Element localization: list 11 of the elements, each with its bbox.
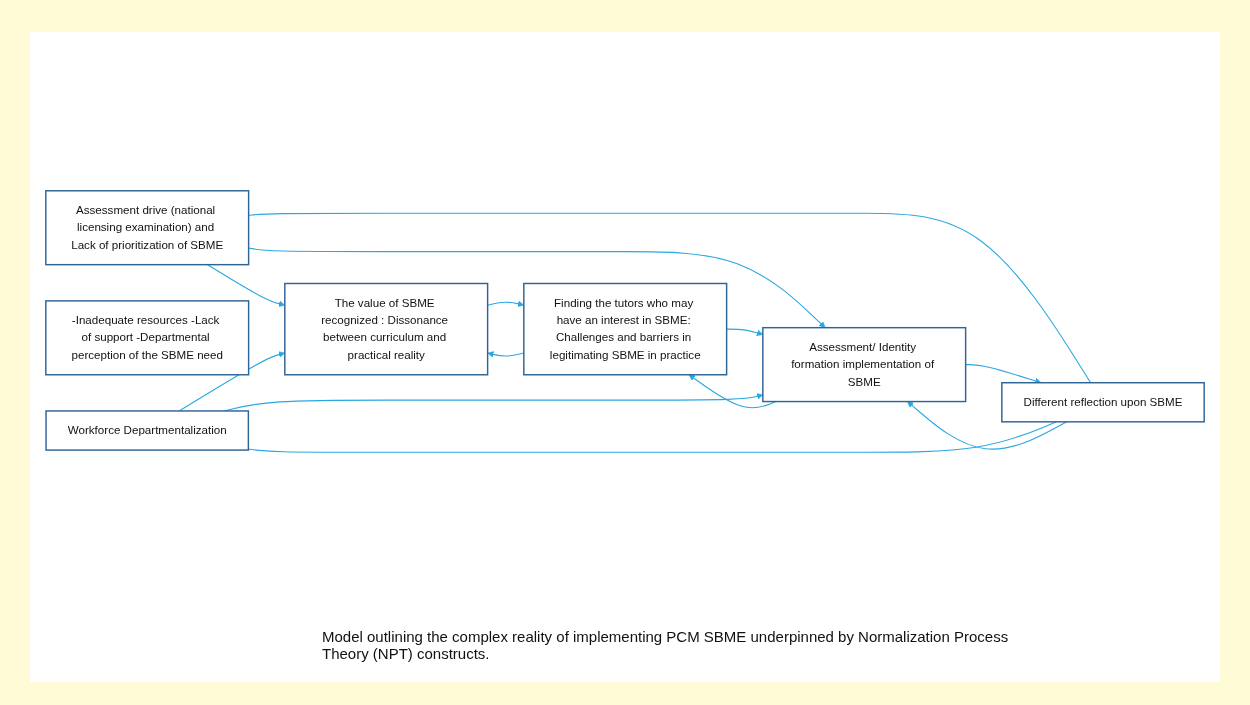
arrow xyxy=(248,247,826,329)
node-box: Workforce Departmentalization xyxy=(45,410,250,452)
node-box: Different reflection upon SBME xyxy=(1001,382,1205,424)
caption: Model outlining the complex reality of implementing PCM SBME underpinned by Normalization Process Theory (NPT) constructs. xyxy=(322,628,1010,662)
node-box: The value of SBME recognized : Dissonance between curriculum and practical reality xyxy=(284,283,489,376)
node-box: -Inadequate resources -Lack of support -Departmental perception of the SBME need xyxy=(45,300,250,376)
arrow xyxy=(965,364,1042,385)
node-box: Assessment/ Identity formation implementation of SBME xyxy=(762,327,967,403)
node-box: Assessment drive (national licensing examination) and Lack of prioritization of SBME xyxy=(45,190,250,266)
connector xyxy=(248,213,1092,384)
node-box: Finding the tutors who may have an interest in SBME: Challenges and barriers in legitimating SBME in practice xyxy=(523,283,728,376)
